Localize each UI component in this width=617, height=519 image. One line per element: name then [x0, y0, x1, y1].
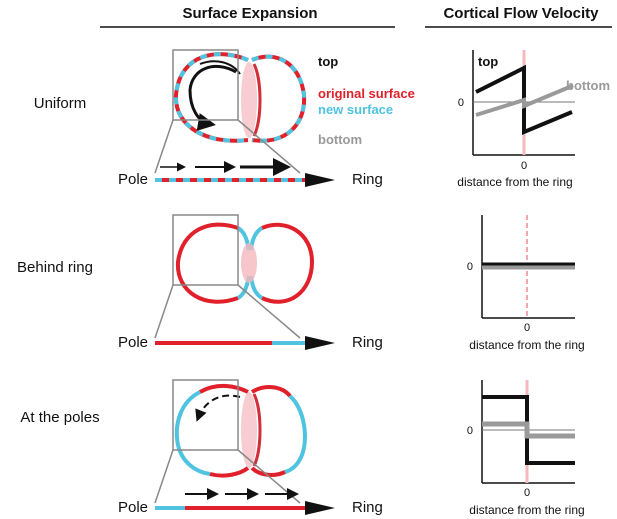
cell-left-bottom-original: [209, 466, 250, 478]
zoom-line-left: [154, 284, 174, 339]
ring-label: Ring: [352, 499, 383, 516]
axis-arrowhead: [305, 336, 335, 350]
row-label-at-the-poles: At the poles: [20, 409, 99, 426]
legend-original-surface: original surface: [318, 86, 415, 101]
zoom-line-left: [154, 449, 174, 504]
cell-left-top-original: [199, 384, 249, 394]
chart-label-bottom: bottom: [566, 78, 610, 93]
cell-left-lobe-original: [175, 222, 239, 304]
cell-uniform: [173, 52, 307, 143]
axis-arrowhead: [305, 173, 335, 187]
contractile-ring: [241, 62, 257, 138]
contractile-ring: [241, 243, 257, 283]
zoom-line-right: [237, 119, 301, 174]
contractile-ring: [241, 392, 257, 468]
zoom-box: [172, 214, 239, 286]
ring-label: Ring: [352, 334, 383, 351]
chart-label-top: top: [478, 54, 498, 69]
chart-x-label: distance from the ring: [469, 338, 584, 352]
legend-top: top: [318, 54, 338, 69]
cell-right-pole-new: [284, 394, 307, 474]
chart-x-zero: 0: [524, 322, 530, 334]
velocity-chart-at-the-poles: 0 0 distance from the ring: [467, 380, 585, 517]
ring-label: Ring: [352, 171, 383, 188]
cell-left-lobe-new: [173, 52, 249, 143]
zoom-box: [172, 49, 239, 121]
chart-x-label: distance from the ring: [457, 175, 572, 189]
flow-arrow-curved: [188, 64, 237, 131]
pole-label: Pole: [118, 171, 148, 188]
row-at-the-poles: At the poles Pole Ring: [20, 379, 585, 517]
velocity-chart-uniform: top bottom 0 0 distance from the ring: [457, 50, 610, 189]
chart-x-label: distance from the ring: [469, 503, 584, 517]
zoom-line-left: [154, 119, 174, 174]
chart-y-zero: 0: [467, 261, 473, 273]
row-label-uniform: Uniform: [34, 95, 87, 112]
row-uniform: Uniform top original surface new surface…: [34, 49, 610, 189]
cell-right-lobe-new: [251, 54, 307, 143]
row-behind-ring: Behind ring Pole Ring 0 0 distance from …: [17, 214, 585, 352]
cell-right-top-original: [250, 385, 292, 398]
cell-right-lobe-original: [261, 222, 315, 304]
legend-bottom: bottom: [318, 132, 362, 147]
cell-behind-ring: [175, 222, 315, 304]
flow-arrow-curved: [195, 394, 241, 422]
cell-left-pole-new: [174, 390, 211, 476]
chart-y-zero: 0: [458, 97, 464, 109]
header-surface-expansion: Surface Expansion: [182, 5, 317, 22]
row-label-behind-ring: Behind ring: [17, 259, 93, 276]
pole-label: Pole: [118, 499, 148, 516]
chart-x-zero: 0: [521, 160, 527, 172]
chart-x-zero: 0: [524, 487, 530, 499]
ring-front-edge: [252, 63, 262, 137]
legend-new-surface: new surface: [318, 102, 393, 117]
header-cortical-flow-velocity: Cortical Flow Velocity: [443, 5, 599, 22]
cell-at-the-poles: [174, 384, 307, 478]
ring-front-edge: [252, 393, 262, 467]
zoom-line-right: [237, 449, 301, 504]
chart-y-zero: 0: [467, 425, 473, 437]
velocity-chart-behind-ring: 0 0 distance from the ring: [467, 215, 585, 352]
series-bottom-line: [482, 421, 575, 439]
pole-label: Pole: [118, 334, 148, 351]
zoom-box: [172, 379, 239, 451]
cell-right-bottom-original: [250, 466, 286, 477]
zoom-line-right: [237, 284, 301, 339]
axis-arrowhead: [305, 501, 335, 515]
series-bottom-line: [475, 84, 573, 117]
